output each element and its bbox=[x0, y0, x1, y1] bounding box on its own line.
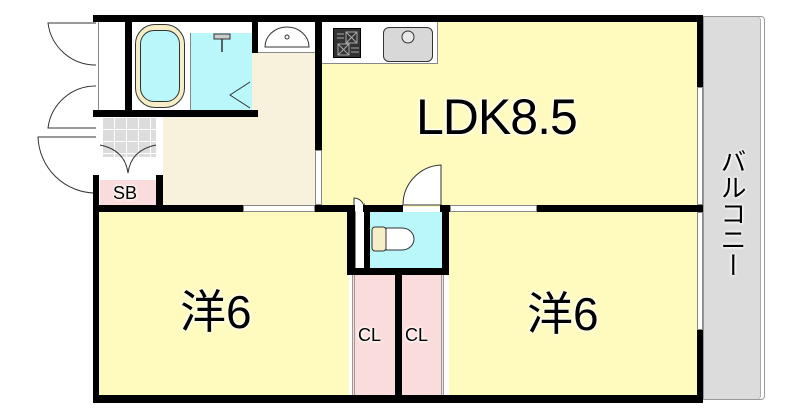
wall bbox=[93, 110, 258, 117]
sliding-door[interactable] bbox=[450, 205, 537, 212]
wall bbox=[93, 205, 243, 212]
wall bbox=[537, 205, 703, 212]
entrance-tile bbox=[102, 117, 156, 157]
bathtub-icon bbox=[135, 24, 185, 108]
bath-door-icon bbox=[229, 81, 251, 109]
room-ldk-label: LDK8.5 bbox=[416, 89, 578, 145]
closet-right bbox=[402, 275, 444, 395]
wall bbox=[156, 175, 163, 212]
balcony bbox=[703, 16, 765, 400]
wall bbox=[442, 205, 449, 275]
stove-icon bbox=[333, 28, 361, 58]
sliding-door[interactable] bbox=[315, 150, 322, 205]
wall bbox=[315, 15, 322, 150]
room-bedroom-right-label: 洋6 bbox=[527, 288, 599, 340]
shower-faucet-icon bbox=[213, 33, 231, 53]
shoe-box-label: SB bbox=[113, 183, 138, 203]
washbasin-icon bbox=[264, 25, 310, 49]
room-bedroom-left-label: 洋6 bbox=[180, 286, 252, 338]
toilet-door-swing-icon bbox=[402, 164, 442, 206]
wall bbox=[93, 15, 703, 22]
closet-left-label: CL bbox=[358, 325, 382, 345]
wall bbox=[697, 330, 703, 403]
wall bbox=[93, 175, 99, 403]
toilet-icon bbox=[371, 226, 416, 252]
wall bbox=[697, 15, 703, 87]
wall bbox=[252, 15, 258, 53]
window bbox=[697, 87, 703, 205]
wall bbox=[364, 205, 370, 275]
closet-left bbox=[352, 275, 395, 395]
wall bbox=[395, 268, 402, 398]
balcony-label: バルコニー bbox=[717, 148, 747, 278]
wall bbox=[125, 15, 132, 115]
storage-left bbox=[98, 22, 126, 110]
wall bbox=[93, 395, 703, 403]
room-bedroom-left bbox=[99, 212, 349, 395]
room-bedroom-right bbox=[449, 212, 698, 395]
shower-area bbox=[190, 33, 252, 110]
sliding-door[interactable] bbox=[243, 205, 315, 212]
sink-icon bbox=[383, 27, 433, 62]
wall bbox=[347, 205, 355, 275]
window bbox=[697, 212, 703, 330]
entrance-door-swing-icon bbox=[99, 144, 157, 174]
closet-right-label: CL bbox=[405, 325, 429, 345]
shoe-box bbox=[100, 180, 156, 205]
wall bbox=[363, 205, 403, 212]
front-door-swing-icon bbox=[37, 22, 97, 194]
wall bbox=[315, 205, 355, 212]
